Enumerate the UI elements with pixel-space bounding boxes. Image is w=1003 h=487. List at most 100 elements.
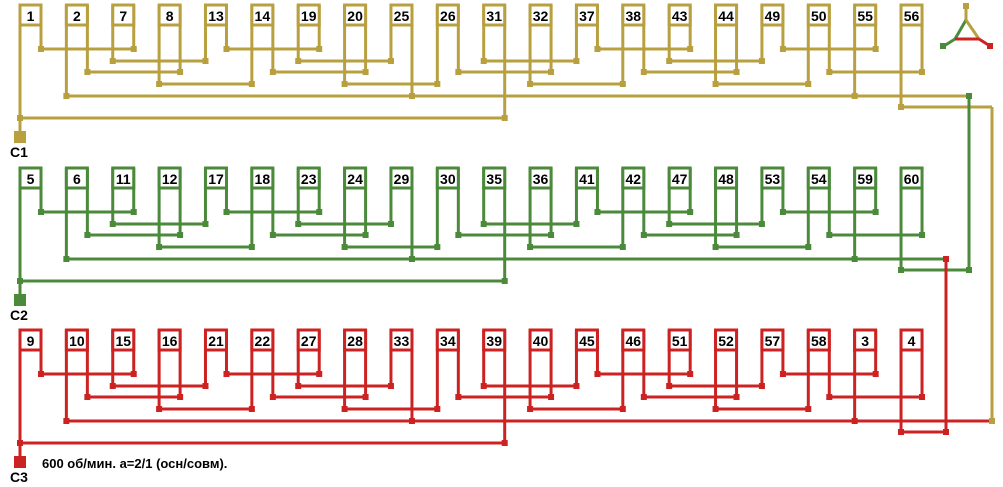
slot-box [296, 3, 321, 27]
slot-box [435, 3, 460, 27]
slot-label: 47 [672, 171, 688, 187]
slot-label: 11 [116, 171, 131, 187]
slot-label: 48 [718, 171, 734, 187]
slot-label: 27 [301, 333, 317, 349]
slot-box [111, 166, 136, 190]
slot-label: 18 [255, 171, 271, 187]
terminal-c3-label: C3 [10, 469, 28, 485]
slot-label: 23 [301, 171, 317, 187]
slot-box [296, 328, 321, 352]
slot-label: 35 [486, 171, 502, 187]
slot-label: 16 [162, 333, 178, 349]
terminal-c2-label: C2 [10, 307, 28, 323]
slot-box [389, 166, 414, 190]
slot-label: 10 [69, 333, 85, 349]
slot-box [621, 328, 646, 352]
slot-box [667, 328, 692, 352]
slot-box [389, 3, 414, 27]
junction-dot [63, 256, 70, 262]
slot-box [250, 328, 275, 352]
slot-box [853, 328, 878, 352]
slot-label: 60 [904, 171, 920, 187]
legend-line [953, 19, 968, 40]
slot-box [528, 166, 553, 190]
slot-box [899, 328, 924, 352]
legend-phase-c-square [987, 43, 993, 49]
slot-box [574, 328, 599, 352]
slot-label: 25 [394, 8, 410, 24]
legend-phase-b-square [940, 43, 946, 49]
junction-dot [989, 418, 995, 424]
slot-box [296, 166, 321, 190]
slot-label: 31 [486, 8, 502, 24]
slot-box [157, 166, 182, 190]
slot-label: 39 [486, 333, 502, 349]
slot-label: 19 [301, 8, 317, 24]
slot-box [714, 166, 739, 190]
slot-box [528, 3, 553, 27]
slot-box [64, 3, 89, 27]
slot-label: 28 [347, 333, 363, 349]
terminal-c1-label: C1 [10, 144, 28, 160]
slot-label: 8 [166, 8, 174, 24]
slot-label: 52 [718, 333, 734, 349]
terminal-c2-square [14, 294, 26, 306]
slot-box [482, 166, 507, 190]
junction-dot [63, 93, 70, 99]
slot-box [203, 166, 228, 190]
junction-dot [943, 429, 949, 435]
slot-box [899, 166, 924, 190]
slot-box [157, 3, 182, 27]
slot-box [528, 328, 553, 352]
slot-box [111, 3, 136, 27]
slot-box [64, 328, 89, 352]
terminal-c1-square [14, 131, 26, 143]
slot-label: 41 [579, 171, 595, 187]
slot-box [760, 166, 785, 190]
slot-label: 49 [765, 8, 781, 24]
slot-box [667, 166, 692, 190]
slot-box [806, 328, 831, 352]
slot-label: 51 [672, 333, 688, 349]
slot-box [621, 3, 646, 27]
slot-box [343, 328, 368, 352]
slot-box [899, 3, 924, 27]
slot-label: 12 [162, 171, 178, 187]
slot-label: 42 [626, 171, 642, 187]
slot-box [574, 3, 599, 27]
slot-label: 15 [115, 333, 131, 349]
slot-label: 1 [27, 8, 35, 24]
terminal-c3-square [14, 456, 26, 468]
slot-label: 59 [857, 171, 873, 187]
slot-box [18, 328, 43, 352]
slot-label: 40 [533, 333, 549, 349]
slot-label: 57 [765, 333, 781, 349]
slot-label: 30 [440, 171, 456, 187]
junction-dot [943, 256, 949, 262]
slot-box [482, 328, 507, 352]
slot-label: 45 [579, 333, 595, 349]
slot-label: 7 [119, 8, 127, 24]
slot-box [203, 328, 228, 352]
slot-box [343, 3, 368, 27]
slot-box [574, 166, 599, 190]
slot-box [806, 166, 831, 190]
slot-box [621, 166, 646, 190]
slot-label: 29 [394, 171, 410, 187]
slot-label: 50 [811, 8, 827, 24]
slot-label: 58 [811, 333, 827, 349]
legend-line [964, 19, 981, 40]
slot-label: 5 [27, 171, 35, 187]
slot-label: 44 [718, 8, 734, 24]
slot-label: 21 [208, 333, 224, 349]
slot-label: 36 [533, 171, 549, 187]
slot-box [667, 3, 692, 27]
slot-box [714, 3, 739, 27]
slot-label: 56 [904, 8, 920, 24]
slot-box [760, 328, 785, 352]
slot-box [714, 328, 739, 352]
slot-box [18, 3, 43, 27]
slot-label: 3 [861, 333, 869, 349]
slot-box [111, 328, 136, 352]
